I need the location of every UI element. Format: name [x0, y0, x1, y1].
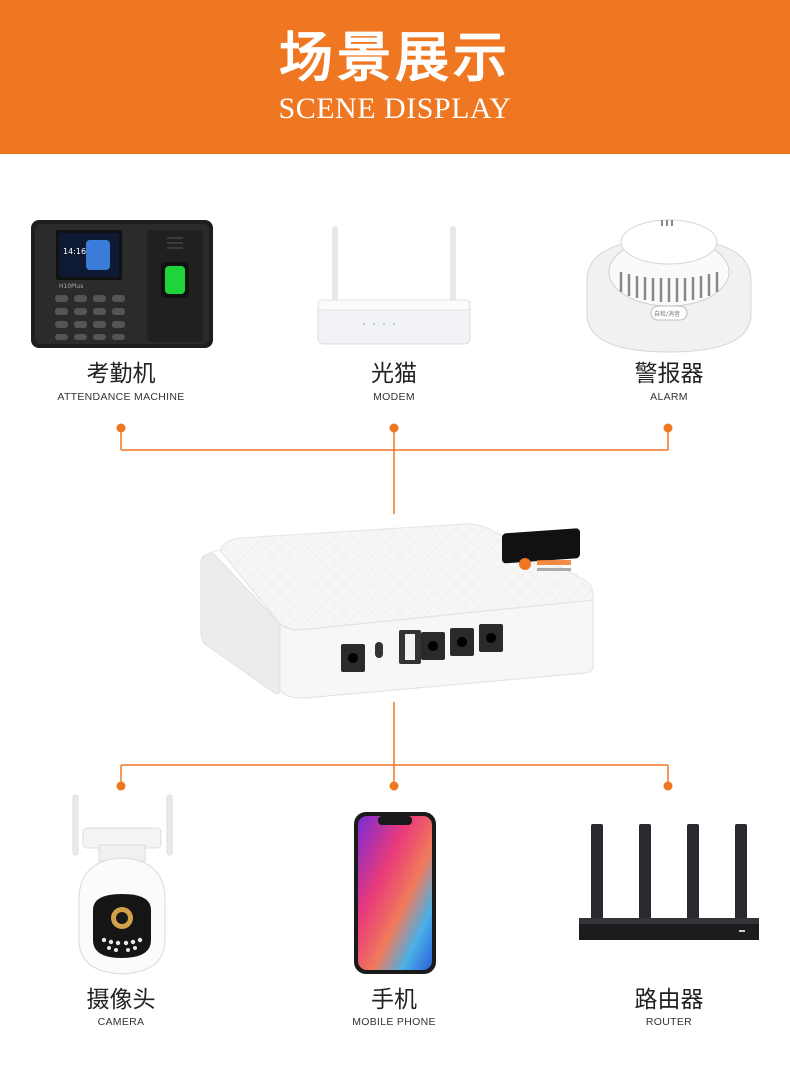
header-banner: 场景展示 SCENE DISPLAY: [0, 0, 790, 154]
modem-icon: [317, 226, 471, 345]
device-attendance-machine: 14:16 H10Plus 考勤机 ATTENDANCE MACHINE: [1, 210, 241, 410]
page-subtitle: SCENE DISPLAY: [278, 92, 512, 125]
camera-icon: [72, 794, 173, 975]
device-label-cn: 路由器: [634, 987, 704, 1013]
connector-dot: [389, 423, 399, 433]
page-title: 场景展示: [279, 26, 511, 89]
connector-dot: [663, 781, 673, 791]
attendance-machine-icon: 14:16 H10Plus: [31, 220, 213, 348]
connector-dot: [663, 423, 673, 433]
mini-ups-power-bank-icon: [200, 523, 594, 699]
mobile-phone-icon: [354, 812, 436, 974]
device-label-en: ATTENDANCE MACHINE: [57, 391, 185, 403]
device-label-en: CAMERA: [97, 1016, 145, 1028]
device-label-en: MODEM: [373, 391, 415, 403]
device-camera: 摄像头 CAMERA: [1, 790, 241, 1050]
router-icon: [579, 824, 759, 940]
alarm-icon: 自检/消音: [586, 219, 752, 353]
device-label-cn: 手机: [371, 987, 417, 1013]
device-modem: 光猫 MODEM: [274, 210, 514, 410]
device-label-cn: 警报器: [634, 361, 704, 387]
device-label-en: MOBILE PHONE: [352, 1016, 436, 1028]
svg-text:自检/消音: 自检/消音: [654, 310, 680, 318]
device-label-en: ROUTER: [645, 1016, 693, 1028]
device-mobile-phone: 手机 MOBILE PHONE: [274, 790, 514, 1050]
svg-text:H10Plus: H10Plus: [59, 283, 83, 290]
device-label-cn: 光猫: [371, 361, 417, 387]
device-label-en: ALARM: [650, 391, 688, 403]
device-router: 路由器 ROUTER: [549, 790, 789, 1050]
connector-dot: [116, 423, 126, 433]
svg-text:14:16: 14:16: [63, 247, 86, 256]
connector-dot: [389, 781, 399, 791]
device-label-cn: 考勤机: [86, 361, 156, 387]
connector-dot: [116, 781, 126, 791]
device-alarm: 自检/消音 警报器 ALARM: [549, 210, 789, 410]
device-label-cn: 摄像头: [86, 987, 156, 1013]
